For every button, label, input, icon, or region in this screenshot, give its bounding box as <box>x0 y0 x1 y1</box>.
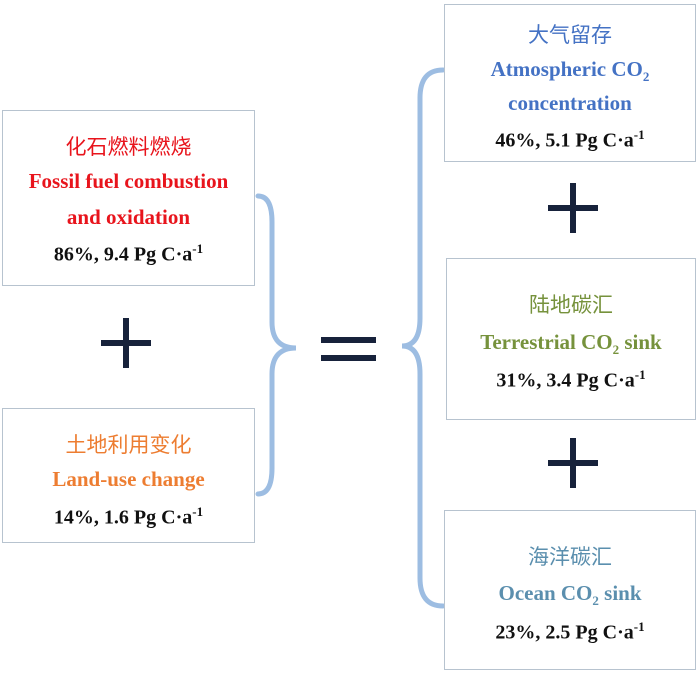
fossil-fuel-box: 化石燃料燃烧 Fossil fuel combustion and oxidat… <box>2 110 255 286</box>
terrestrial-title-en: Terrestrial CO2 sink <box>480 330 662 358</box>
right-brace <box>255 193 297 497</box>
left-brace <box>401 67 446 609</box>
fossil-fuel-title-en-2: and oxidation <box>66 205 191 229</box>
ocean-title-en: Ocean CO2 sink <box>498 581 642 609</box>
land-use-value: 14%, 1.6 Pg C·a-1 <box>53 504 204 529</box>
fossil-fuel-title-zh: 化石燃料燃烧 <box>65 135 192 159</box>
atmospheric-title-en-2: concentration <box>508 91 632 115</box>
ocean-title-zh: 海洋碳汇 <box>528 545 612 569</box>
land-use-title-en: Land-use change <box>52 467 205 491</box>
land-use-title-zh: 土地利用变化 <box>65 433 192 457</box>
land-use-box: 土地利用变化 Land-use change 14%, 1.6 Pg C·a-1 <box>2 408 255 543</box>
atmospheric-title-zh: 大气留存 <box>528 23 612 47</box>
fossil-fuel-title-en-1: Fossil fuel combustion <box>28 169 229 193</box>
terrestrial-box: 陆地碳汇 Terrestrial CO2 sink 31%, 3.4 Pg C·… <box>446 258 696 420</box>
atmospheric-box: 大气留存 Atmospheric CO2 concentration 46%, … <box>444 4 696 162</box>
atmospheric-value: 46%, 5.1 Pg C·a-1 <box>495 127 645 152</box>
terrestrial-title-zh: 陆地碳汇 <box>529 293 613 317</box>
ocean-value: 23%, 2.5 Pg C·a-1 <box>495 619 645 644</box>
terrestrial-value: 31%, 3.4 Pg C·a-1 <box>496 367 646 392</box>
ocean-box: 海洋碳汇 Ocean CO2 sink 23%, 2.5 Pg C·a-1 <box>444 510 696 670</box>
fossil-fuel-value: 86%, 9.4 Pg C·a-1 <box>53 241 204 266</box>
atmospheric-title-en-1: Atmospheric CO2 <box>490 57 650 85</box>
